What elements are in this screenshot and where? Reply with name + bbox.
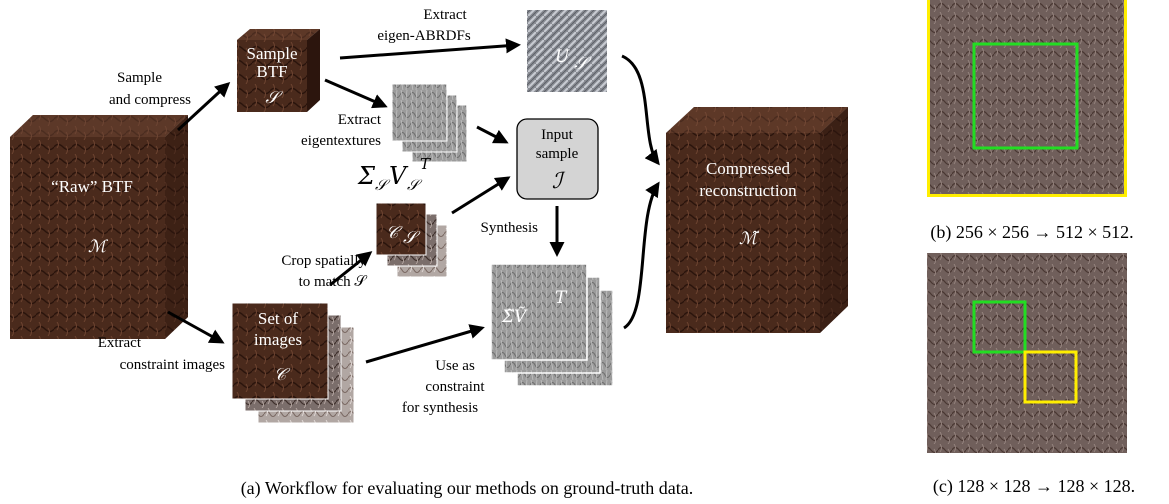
sample-btf-label-1: Sample: [247, 44, 298, 63]
label-sample-line-2: and compress: [109, 92, 191, 108]
v-symbol: V: [389, 162, 409, 190]
label-sample-line-1: Sample: [117, 70, 162, 86]
input-sample-line-1: Input: [541, 127, 573, 143]
input-sample-box: [516, 118, 599, 200]
label-crop-line-1: Crop spatially: [281, 253, 366, 269]
raw-btf-cube: [10, 115, 188, 339]
eigen-abrdfs-tile: [527, 10, 607, 92]
label-extract-abrdfs-line-2: eigen-ABRDFs: [377, 28, 470, 44]
panel-c-green-square: [972, 300, 1027, 354]
label-extract-abrdfs-line-1: Extract: [423, 7, 467, 23]
set-of-images-line-2: images: [254, 330, 302, 349]
arrow-extract-constraint: [167, 310, 225, 344]
arrow-use-as-constraint: [365, 324, 485, 364]
eigentextures-stack: [391, 83, 468, 163]
raw-btf-label: “Raw” BTF: [51, 177, 133, 196]
arrow-cs-to-input: [451, 176, 511, 215]
u-s-symbol: U: [555, 47, 570, 67]
arrows: [167, 38, 660, 364]
set-of-images-line-1: Set of: [258, 309, 298, 328]
sample-btf-label-2: BTF: [256, 62, 287, 81]
c-s-stack: [375, 202, 448, 278]
raw-btf-symbol: ℳ: [88, 237, 109, 257]
synthesis-result-stack: [490, 263, 614, 387]
arrow-extract-eigen-abrdfs: [339, 38, 521, 60]
label-synthesis: Synthesis: [480, 220, 538, 236]
sigma-v-label: Σ 𝒮 V 𝒮 T: [357, 155, 431, 194]
caption-b: (b) 256 × 256 → 512 × 512.: [930, 222, 1133, 243]
compressed-line-2: reconstruction: [699, 181, 797, 200]
sigma-symbol: Σ: [357, 162, 376, 190]
label-use-constraint-line-3: for synthesis: [402, 400, 478, 416]
arrow-synth-to-reconstruction: [623, 181, 660, 330]
arrow-extract-eigentextures: [324, 78, 388, 109]
label-extract-eigentex-line-2: eigentextures: [301, 133, 381, 149]
label-crop-line-2: to match 𝒮: [299, 274, 368, 290]
arrow-sample-compress: [176, 81, 231, 132]
panel-c-image: [927, 253, 1127, 453]
caption-c: (c) 128 × 128 → 128 × 128.: [933, 476, 1135, 497]
arrow-eigentextures-to-input: [476, 125, 509, 144]
sample-btf-cube: [237, 29, 320, 112]
arrow-u-to-reconstruction: [621, 54, 660, 166]
panel-b-image: [927, 0, 1127, 197]
sigma-v-tilde-symbol: Σ̃Ṽ: [501, 306, 528, 327]
label-use-constraint-line-1: Use as: [435, 358, 475, 374]
set-of-images-stack: [231, 302, 355, 424]
compressed-line-1: Compressed: [706, 159, 791, 178]
compressed-reconstruction-cube: [666, 107, 848, 333]
arrow-crop-spatially: [329, 251, 373, 287]
label-use-constraint-line-2: constraint: [425, 379, 485, 395]
caption-a: (a) Workflow for evaluating our methods …: [241, 478, 694, 499]
v-superscript: T: [420, 155, 431, 173]
panel-c-yellow-square: [1023, 350, 1078, 404]
sigma-v-tilde-superscript: T: [555, 288, 568, 308]
compressed-symbol: ℳ̃: [739, 229, 760, 249]
label-extract-eigentex-line-1: Extract: [338, 112, 382, 128]
panel-b-green-square: [972, 42, 1079, 150]
v-subscript: 𝒮: [407, 176, 423, 194]
label-extract-constraint-line-2: constraint images: [120, 357, 226, 373]
label-extract-constraint-line-1: Extract: [98, 335, 142, 351]
input-sample-line-2: sample: [536, 146, 579, 162]
